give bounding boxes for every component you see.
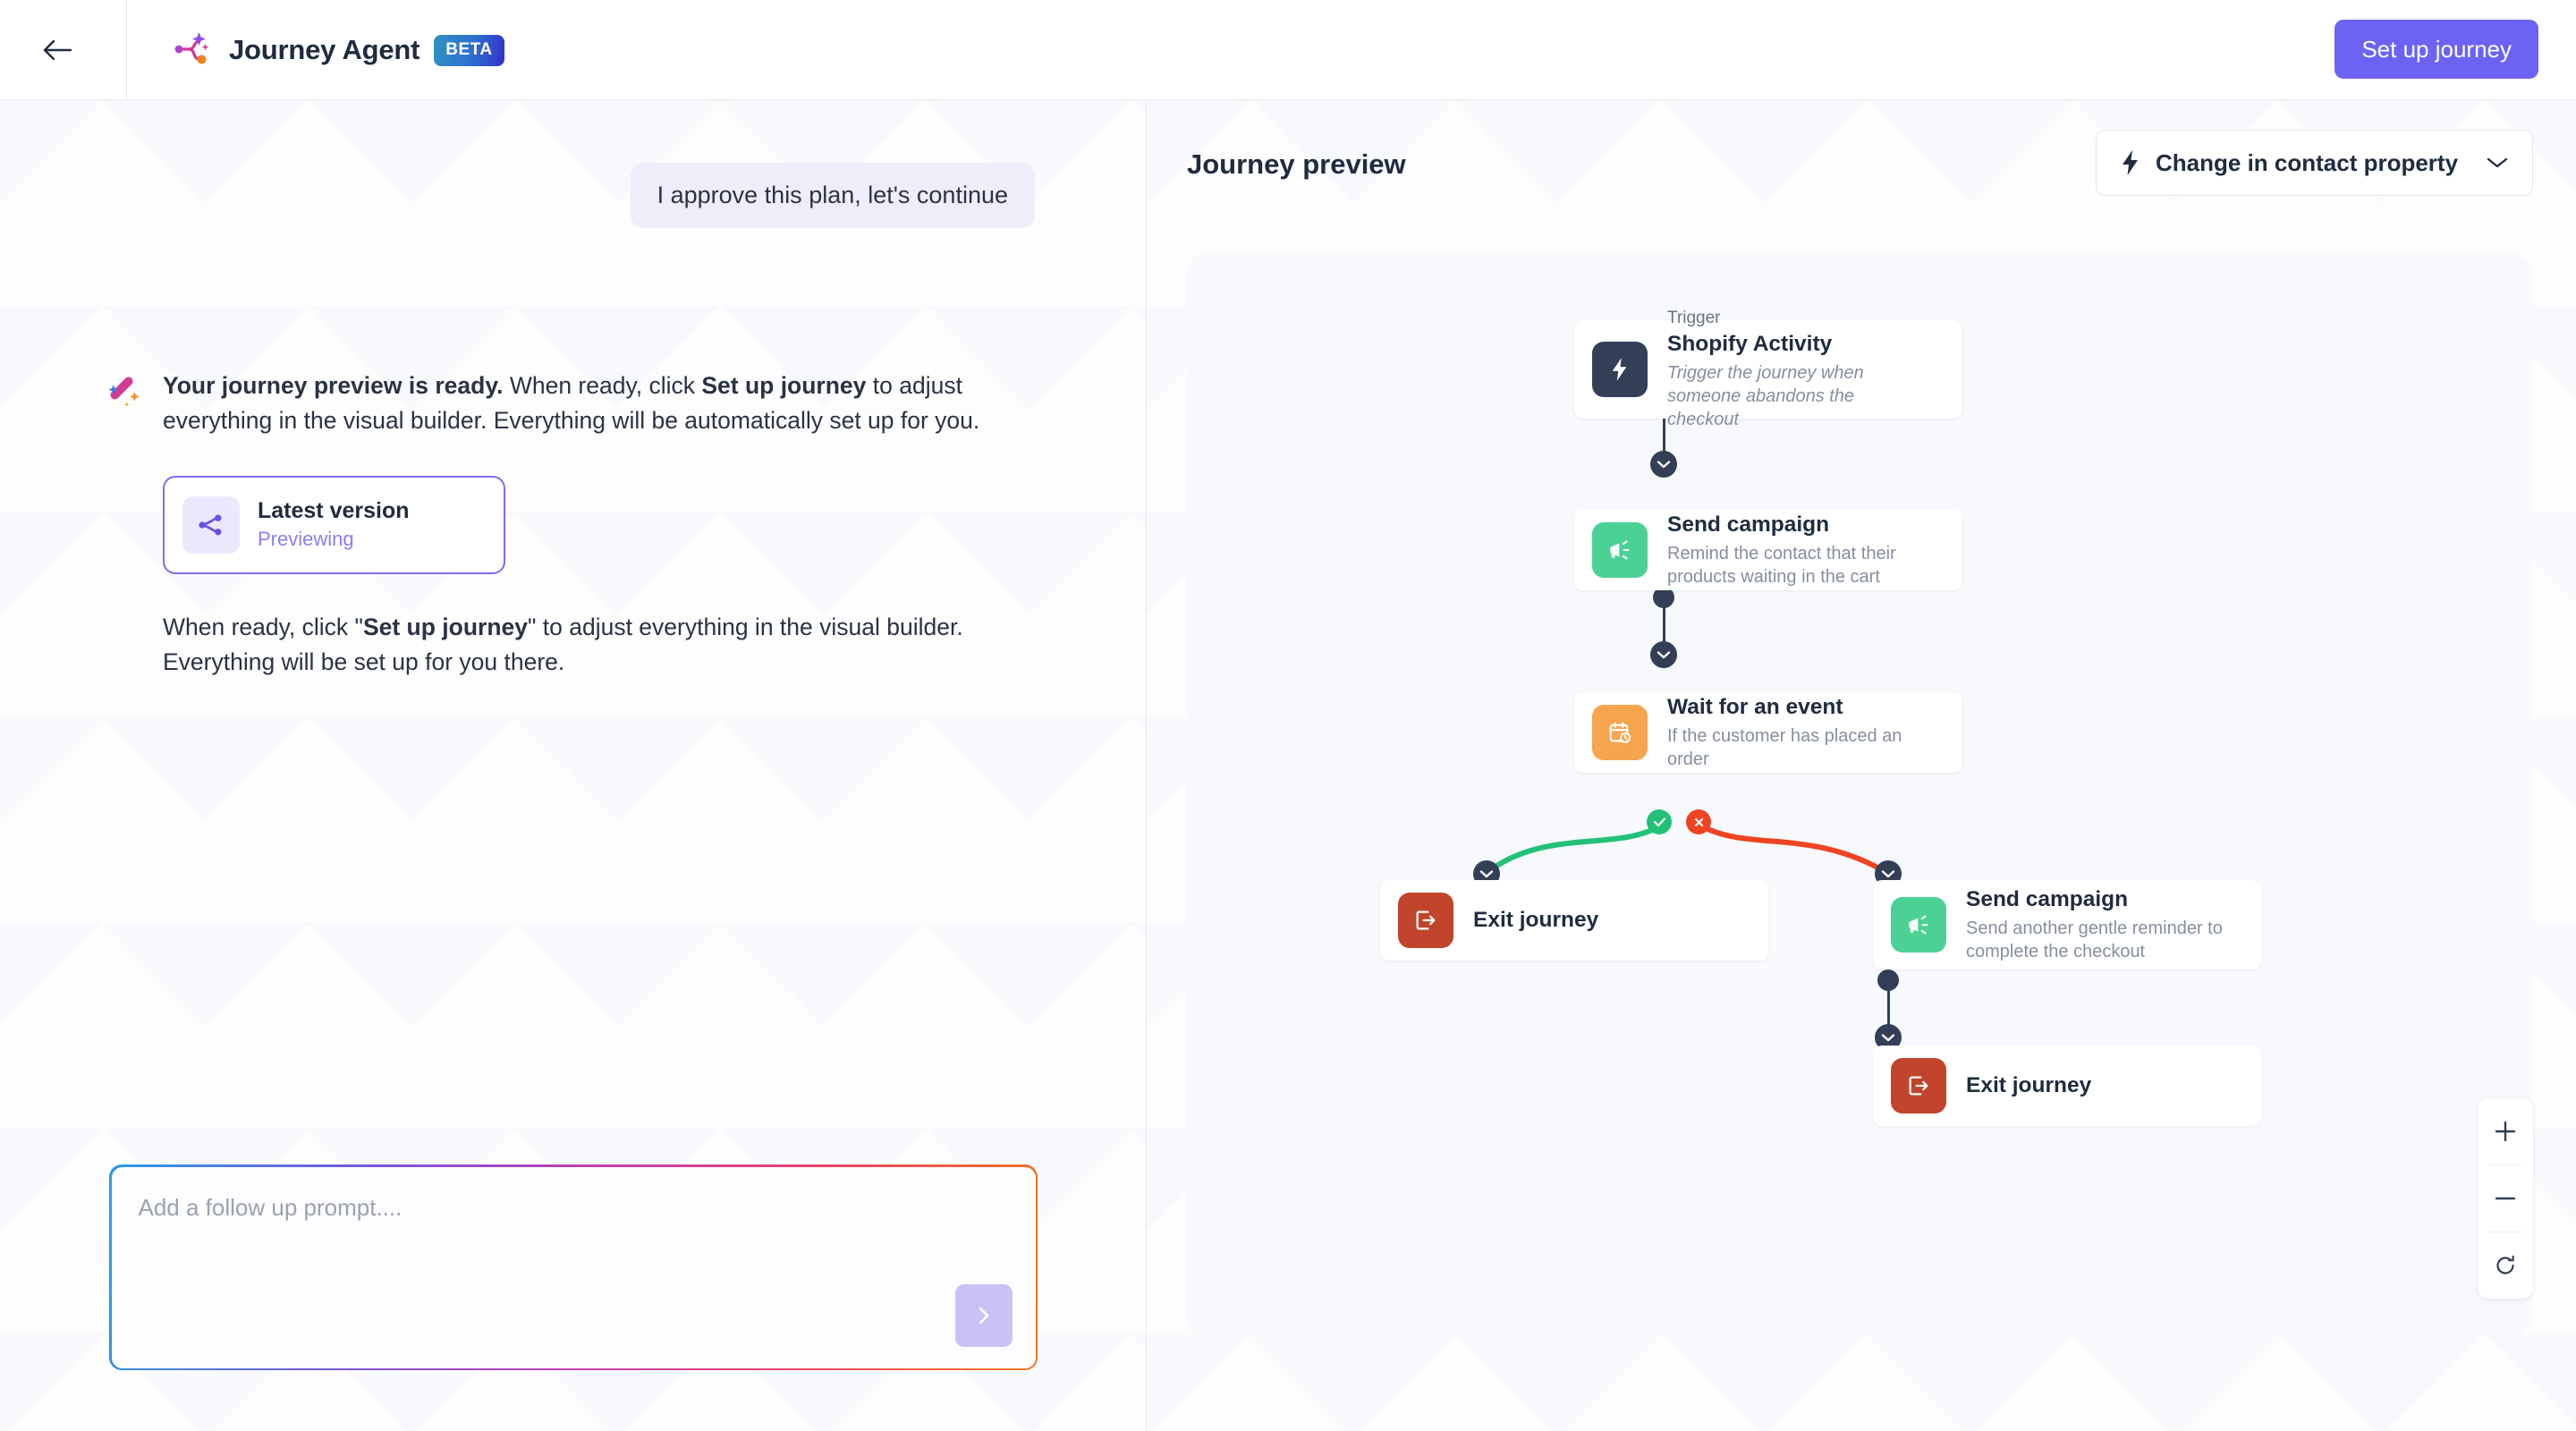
- journey-node-exit-journey-no[interactable]: Exit journey: [1873, 1046, 2261, 1126]
- node-body: Wait for an event If the customer has pl…: [1667, 693, 1923, 772]
- node-description: Remind the contact that their products w…: [1667, 544, 1896, 588]
- lightning-bolt-icon: [1612, 358, 1627, 381]
- node-body: Exit journey: [1473, 906, 1613, 935]
- panel-divider: [1146, 100, 1147, 1431]
- closing-emphasis: Set up journey: [362, 614, 528, 640]
- assistant-lead-bold: Your journey preview is ready.: [163, 372, 504, 399]
- send-prompt-button[interactable]: [954, 1283, 1013, 1347]
- canvas-zoom-controls: [2478, 1098, 2533, 1299]
- version-card-body: Latest version Previewing: [258, 497, 410, 553]
- lightning-bolt-icon: [2123, 150, 2138, 175]
- node-icon-wrapper: [1592, 522, 1648, 578]
- brand: Journey Agent BETA: [172, 0, 504, 100]
- check-icon: [1653, 817, 1665, 827]
- node-body: Send campaign Remind the contact that th…: [1667, 511, 1941, 589]
- minus-icon: [2495, 1197, 2516, 1200]
- assistant-message: Your journey preview is ready. When read…: [108, 368, 1033, 437]
- journey-node-wait-for-event[interactable]: Wait for an event If the customer has pl…: [1574, 692, 1962, 773]
- node-body: Send campaign Send another gentle remind…: [1966, 885, 2249, 964]
- node-title: Shopify Activity: [1667, 331, 1833, 356]
- journey-node-trigger[interactable]: Trigger Shopify Activity Trigger the jou…: [1574, 309, 1962, 429]
- node-description: Trigger the journey when someone abandon…: [1667, 362, 1864, 430]
- refresh-icon: [2496, 1255, 2514, 1274]
- preview-title: Journey preview: [1187, 148, 1406, 180]
- node-title: Wait for an event: [1667, 695, 1843, 720]
- assistant-message-text: Your journey preview is ready. When read…: [163, 368, 1033, 437]
- share-nodes-icon: [199, 514, 222, 536]
- node-icon-wrapper: [1592, 705, 1648, 760]
- journey-node-exit-journey-yes[interactable]: Exit journey: [1380, 880, 1768, 961]
- zoom-in-button[interactable]: [2478, 1098, 2533, 1164]
- assistant-rest-1: When ready, click: [503, 372, 702, 399]
- connector-line: [1886, 978, 1890, 1029]
- set-up-journey-button[interactable]: Set up journey: [2334, 20, 2538, 79]
- node-icon-wrapper: [1592, 342, 1648, 397]
- branch-yes-path: [1484, 824, 1662, 876]
- version-icon-wrapper: [182, 496, 240, 554]
- exit-door-icon: [1909, 1076, 1928, 1096]
- magic-wand-icon: [108, 377, 140, 407]
- journey-preview-panel: Journey preview Change in contact proper…: [1147, 100, 2576, 1431]
- status-badge: BETA: [434, 34, 504, 66]
- assistant-emphasis: Set up journey: [701, 372, 867, 399]
- closing-part-1: When ready, click ": [163, 614, 363, 640]
- calendar-clock-icon: [1609, 722, 1631, 743]
- back-button[interactable]: [36, 29, 79, 72]
- node-title: Exit journey: [1473, 908, 1599, 933]
- megaphone-icon: [1610, 540, 1630, 560]
- zoom-out-button[interactable]: [2478, 1165, 2533, 1232]
- chat-panel: I approve this plan, let's continue Your…: [0, 100, 1146, 1431]
- node-title: Exit journey: [1966, 1073, 2092, 1098]
- chevron-down-icon: [2487, 157, 2508, 168]
- reset-view-button[interactable]: [2478, 1232, 2533, 1299]
- node-kicker: Trigger: [1667, 309, 1721, 328]
- latest-version-card[interactable]: Latest version Previewing: [163, 476, 505, 574]
- megaphone-icon: [1909, 915, 1928, 935]
- node-body: Trigger Shopify Activity Trigger the jou…: [1667, 307, 1941, 432]
- assistant-closing-message: When ready, click "Set up journey" to ad…: [163, 610, 1066, 680]
- journey-graph-logo: [174, 32, 209, 64]
- node-body: Exit journey: [1966, 1071, 2106, 1100]
- branch-no-path: [1699, 824, 1890, 876]
- journey-node-send-campaign-2[interactable]: Send campaign Send another gentle remind…: [1873, 880, 2261, 970]
- trigger-select-label: Change in contact property: [2156, 148, 2459, 176]
- app-header: Journey Agent BETA Set up journey: [0, 0, 2576, 100]
- prompt-composer: [109, 1164, 1038, 1370]
- node-description: If the customer has placed an order: [1667, 726, 1902, 770]
- arrow-left-icon: [43, 39, 72, 61]
- trigger-type-select[interactable]: Change in contact property: [2096, 130, 2533, 196]
- version-title: Latest version: [258, 498, 410, 524]
- chevron-right-icon: [979, 1307, 988, 1324]
- composer-inner: [111, 1166, 1036, 1368]
- version-status: Previewing: [258, 528, 354, 551]
- follow-up-prompt-input[interactable]: [138, 1193, 979, 1292]
- branch-yes-badge: [1647, 809, 1672, 834]
- cross-icon: [1694, 817, 1703, 826]
- journey-canvas[interactable]: Trigger Shopify Activity Trigger the jou…: [1186, 254, 2532, 1336]
- branch-no-badge: [1686, 809, 1711, 834]
- page-title: Journey Agent: [229, 34, 420, 65]
- plus-icon: [2495, 1121, 2516, 1142]
- node-description: Send another gentle reminder to complete…: [1966, 919, 2223, 962]
- header-divider: [126, 0, 127, 100]
- node-icon-wrapper: [1891, 897, 1946, 953]
- exit-door-icon: [1416, 910, 1436, 930]
- node-title: Send campaign: [1966, 887, 2129, 912]
- user-message-bubble: I approve this plan, let's continue: [630, 163, 1035, 228]
- node-title: Send campaign: [1667, 512, 1830, 538]
- node-icon-wrapper: [1891, 1058, 1946, 1113]
- journey-node-send-campaign-1[interactable]: Send campaign Remind the contact that th…: [1574, 510, 1962, 590]
- node-icon-wrapper: [1398, 893, 1453, 948]
